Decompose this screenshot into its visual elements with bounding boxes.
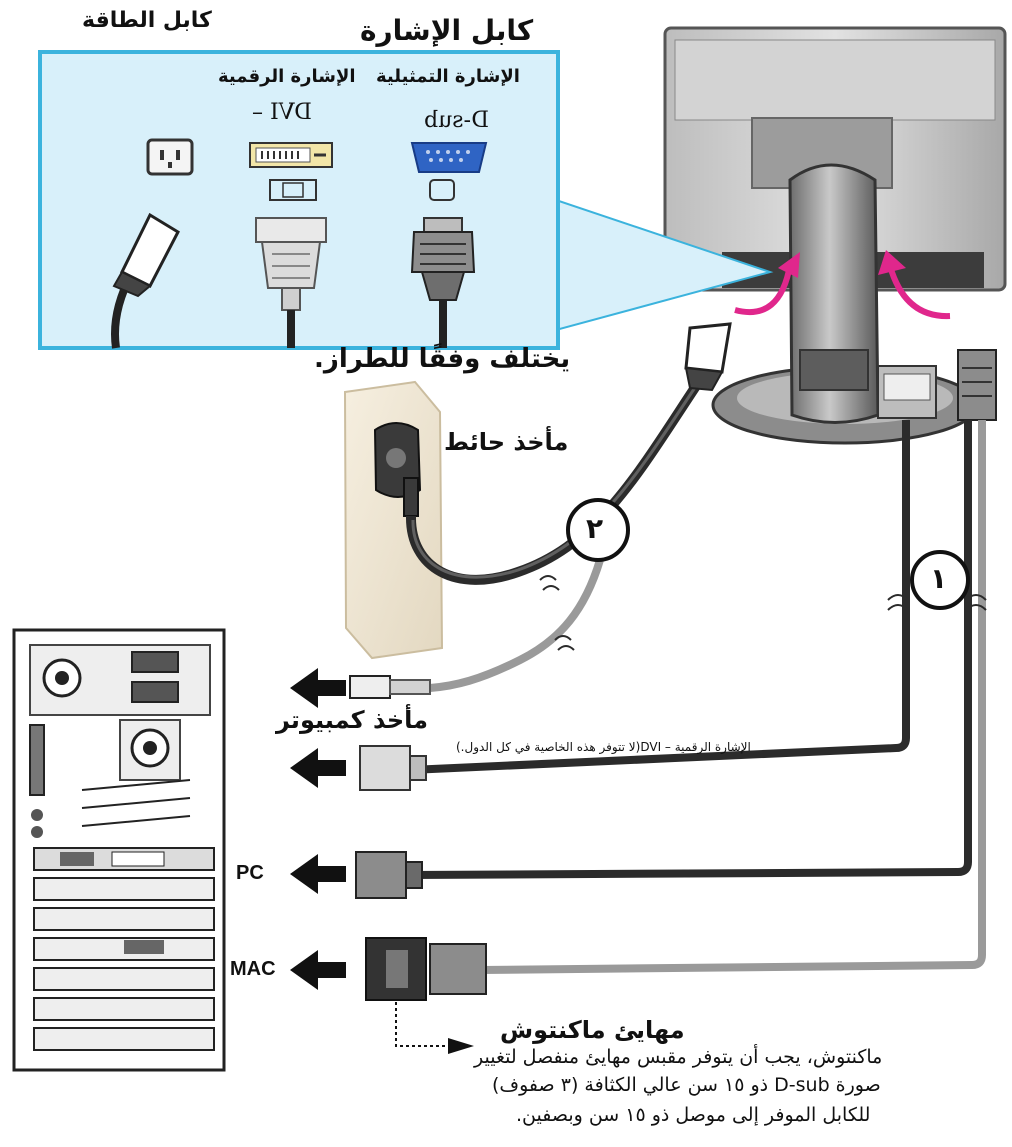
- computer-tower: [12, 628, 226, 1072]
- routing-arrow-right: [887, 265, 951, 320]
- vga-port: [410, 142, 488, 173]
- varies-by-model-note: يختلف وفقًا للطراز.: [314, 344, 571, 374]
- mac-adapter: [365, 937, 487, 1001]
- mac-dotted-arrowhead: [448, 1038, 474, 1054]
- step-circle-two: [566, 498, 630, 562]
- mac-adapter-title: مهايئ ماكنتوش: [500, 1016, 685, 1044]
- power-cable-label: كابل الطاقة: [82, 8, 212, 33]
- step-circle-one: [910, 550, 970, 610]
- dsub-connector-mark: D-sub: [424, 108, 490, 133]
- audio-plug: [349, 675, 431, 699]
- signal-cable-label: كابل الإشارة: [360, 14, 534, 47]
- routing-arrow-left-head: [778, 252, 800, 278]
- dvi-connector-mark: DVI –: [252, 100, 312, 125]
- wall-outlet-plate: [343, 380, 444, 660]
- vga-plug-pc: [355, 851, 423, 899]
- mac-dotted-leader: [395, 1002, 452, 1047]
- connector-callout-panel: [38, 50, 560, 350]
- signal-cables: [409, 349, 997, 974]
- dvi-plug-pc: [359, 745, 427, 791]
- digital-signal-label: الإشارة الرقمية: [218, 66, 356, 87]
- routing-arrow-left: [734, 264, 793, 316]
- insert-arrows: [290, 668, 346, 990]
- step-one-number: ١: [930, 562, 948, 595]
- wall-outlet-label: مأخذ حائط: [444, 428, 569, 456]
- computer-outlet-label: مأخذ كمبيوتر: [276, 706, 429, 734]
- audio-cable: [429, 558, 604, 692]
- analog-signal-label: الإشارة التمثيلية: [376, 66, 520, 87]
- pc-label: PC: [236, 862, 264, 884]
- monitor-power-plug: [684, 322, 732, 392]
- cable-break-marks: [539, 575, 575, 651]
- mac-adapter-note-line-2: صورة D-sub ذو ١٥ سن عالي الكثافة (٣ صفوف…: [492, 1074, 881, 1096]
- dvi-availability-note: الإشارة الرقمية – DVI(لا تتوفر هذه الخاص…: [456, 740, 751, 754]
- power-port: [146, 138, 194, 176]
- step-two-number: ٢: [586, 512, 604, 545]
- mac-label: MAC: [230, 958, 276, 980]
- routing-arrow-right-head: [878, 250, 906, 275]
- mac-adapter-note-line-1: ماكنتوش، يجب أن يتوفر مقبس مهايئ منفصل ل…: [474, 1046, 883, 1068]
- power-cable: [405, 377, 705, 585]
- mac-adapter-note-line-3: للكابل الموفر إلى موصل ذو ١٥ سن وبصفين.: [516, 1104, 871, 1126]
